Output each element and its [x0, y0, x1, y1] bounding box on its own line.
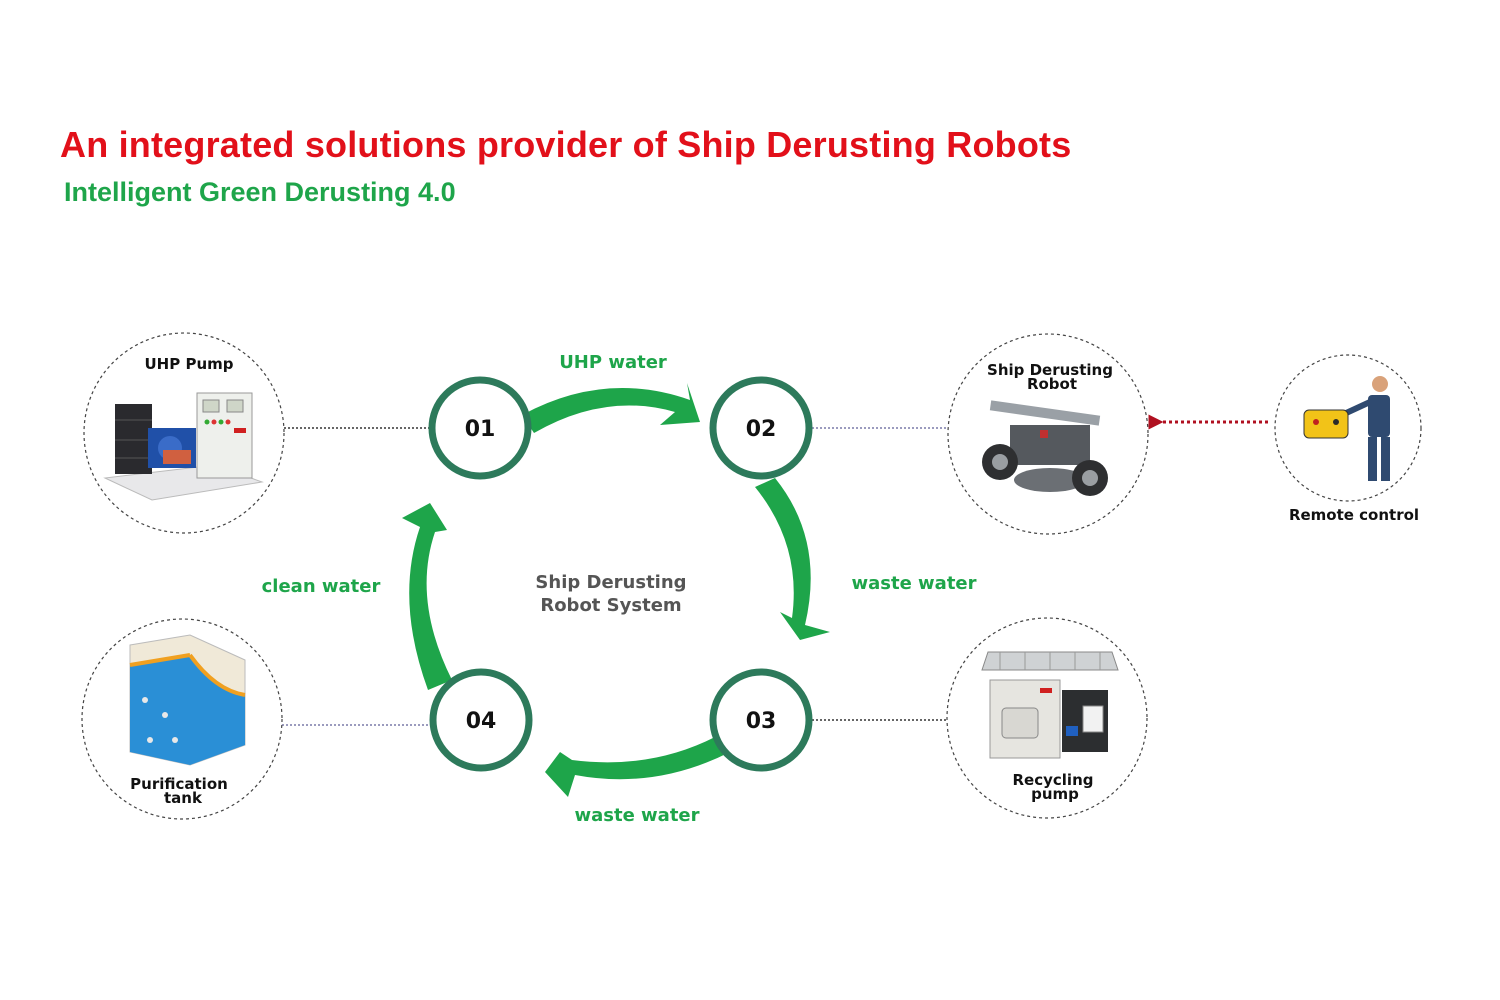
- flow-label-clean-water: clean water: [262, 576, 381, 597]
- flow-arrow-01-02: [522, 383, 700, 433]
- cycle-arrows: [402, 383, 830, 797]
- component-uhp-pump: UHP Pump: [83, 332, 285, 534]
- derusting-robot-icon: [982, 400, 1108, 496]
- component-recycling-pump: Recycling pump: [946, 617, 1148, 819]
- node-01-label: 01: [465, 417, 496, 442]
- center-label-line1: Ship Derusting: [535, 572, 686, 593]
- node-01: 01: [428, 376, 532, 480]
- node-04: 04: [429, 668, 533, 772]
- flow-label-waste-water-bottom: waste water: [574, 805, 699, 826]
- node-02: 02: [709, 376, 813, 480]
- uhp-pump-machine-icon: [103, 392, 264, 501]
- flow-label-waste-water-right: waste water: [851, 573, 976, 594]
- recycling-pump-icon: [981, 651, 1119, 759]
- flow-arrow-04-01: [402, 503, 452, 690]
- node-02-label: 02: [746, 417, 777, 442]
- purification-tank-label-line1: Purification: [130, 775, 228, 793]
- center-label-line2: Robot System: [540, 595, 681, 616]
- flow-arrow-03-04: [545, 737, 730, 797]
- robot-label-line2: Robot: [1027, 375, 1077, 393]
- purification-tank-label-line2: tank: [164, 789, 203, 807]
- component-remote-control: Remote control: [1274, 354, 1422, 524]
- flow-label-uhp-water: UHP water: [559, 352, 667, 373]
- remote-control-label: Remote control: [1289, 506, 1419, 524]
- node-03: 03: [709, 668, 813, 772]
- page-subtitle: Intelligent Green Derusting 4.0: [64, 177, 456, 207]
- recycling-pump-label-line1: Recycling: [1013, 771, 1094, 789]
- flow-arrow-02-03: [755, 478, 830, 640]
- component-purification-tank: Purification tank: [81, 618, 283, 820]
- robot-label-line1: Ship Derusting: [987, 361, 1113, 379]
- page-title: An integrated solutions provider of Ship…: [60, 124, 1072, 165]
- uhp-pump-label: UHP Pump: [145, 355, 234, 373]
- recycling-pump-label-line2: pump: [1031, 785, 1079, 803]
- purification-tank-icon: [129, 634, 246, 766]
- remote-control-operator-icon: [1303, 376, 1390, 481]
- node-03-label: 03: [746, 709, 777, 734]
- node-04-label: 04: [466, 709, 497, 734]
- component-ship-derusting-robot: Ship Derusting Robot: [947, 333, 1149, 535]
